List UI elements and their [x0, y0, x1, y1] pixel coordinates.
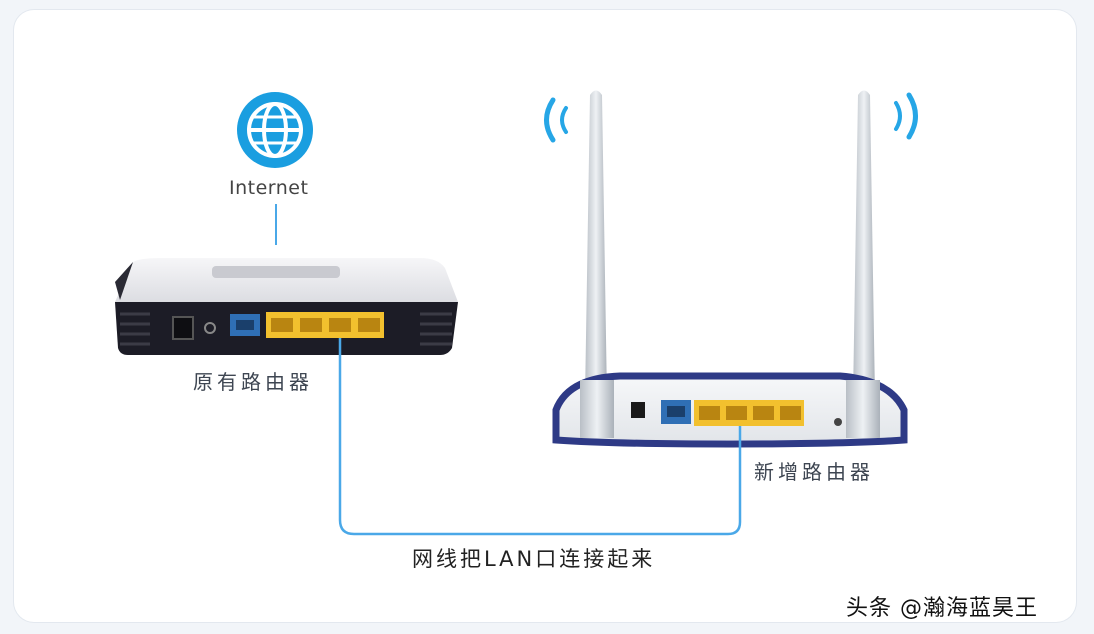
reset-button	[204, 322, 216, 334]
globe-icon	[237, 92, 313, 168]
old-router-label: 原有路由器	[193, 370, 313, 394]
new-router-antennas	[585, 90, 875, 398]
watermark: 头条 @瀚海蓝昊王	[846, 596, 1038, 621]
power-jack	[631, 402, 645, 418]
wifi-signal-icon	[894, 92, 918, 140]
lan-cable	[338, 338, 742, 536]
new-router	[552, 372, 908, 448]
lan-ports	[266, 312, 384, 338]
power-switch	[172, 316, 194, 340]
cable-caption: 网线把LAN口连接起来	[412, 547, 656, 571]
reset-button	[834, 418, 842, 426]
old-router	[115, 258, 458, 355]
lan-ports	[694, 400, 804, 426]
wifi-signal-icon	[544, 97, 568, 143]
internet-label: Internet	[229, 177, 309, 199]
new-router-label: 新增路由器	[754, 460, 874, 484]
